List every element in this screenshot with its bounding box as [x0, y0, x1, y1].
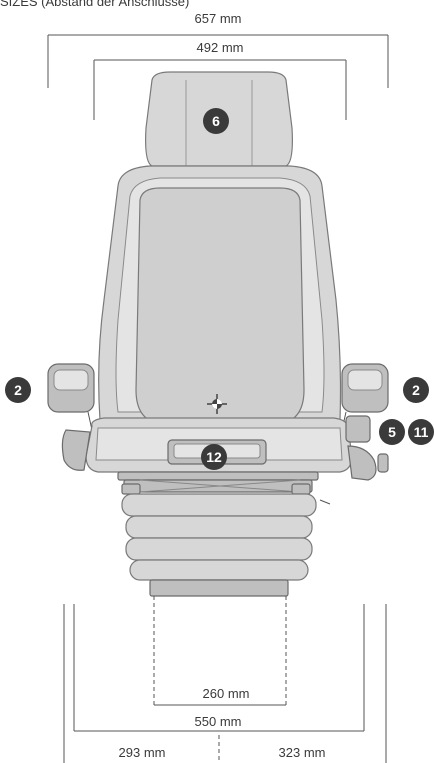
- left-offset-label: 293 mm: [119, 745, 166, 760]
- headrest-width-label: 492 mm: [197, 40, 244, 55]
- callout-control-a-number: 5: [388, 424, 396, 440]
- callout-badge-5: 5: [379, 419, 405, 445]
- callout-badge-11: 11: [408, 419, 434, 445]
- suspension-bellows: [121, 493, 331, 597]
- header-partial-text: SIZES (Abstand der Anschlüsse): [0, 0, 189, 9]
- overall-width-label: 657 mm: [195, 11, 242, 26]
- seat-illustration: [47, 71, 389, 597]
- armrest-left: [47, 363, 95, 431]
- pedestal-width-label: 260 mm: [203, 686, 250, 701]
- overall-width-dimension: 657 mm: [47, 11, 389, 88]
- callout-armrest-right-number: 2: [412, 382, 420, 398]
- backrest-cushion: [135, 187, 305, 425]
- offset-dimensions: 293 mm 323 mm: [63, 604, 387, 763]
- callout-badge-12: 12: [201, 444, 227, 470]
- right-control-panel: [345, 415, 371, 443]
- base-width-dimension: 550 mm: [73, 604, 365, 732]
- headrest-width-dimension: 492 mm: [93, 40, 347, 120]
- base-width-label: 550 mm: [195, 714, 242, 729]
- callout-badge-2-left: 2: [5, 377, 31, 403]
- callout-control-b-number: 11: [414, 424, 429, 440]
- callout-badge-6: 6: [203, 108, 229, 134]
- callout-armrest-left-number: 2: [14, 382, 22, 398]
- right-offset-label: 323 mm: [279, 745, 326, 760]
- pedestal-width-dimension: 260 mm: [153, 596, 287, 706]
- callout-center-control-number: 12: [206, 449, 222, 465]
- armrest-right: [341, 363, 389, 431]
- seat-reference-point-icon: [207, 394, 227, 414]
- callout-badge-2-right: 2: [403, 377, 429, 403]
- callout-headrest-number: 6: [212, 113, 220, 129]
